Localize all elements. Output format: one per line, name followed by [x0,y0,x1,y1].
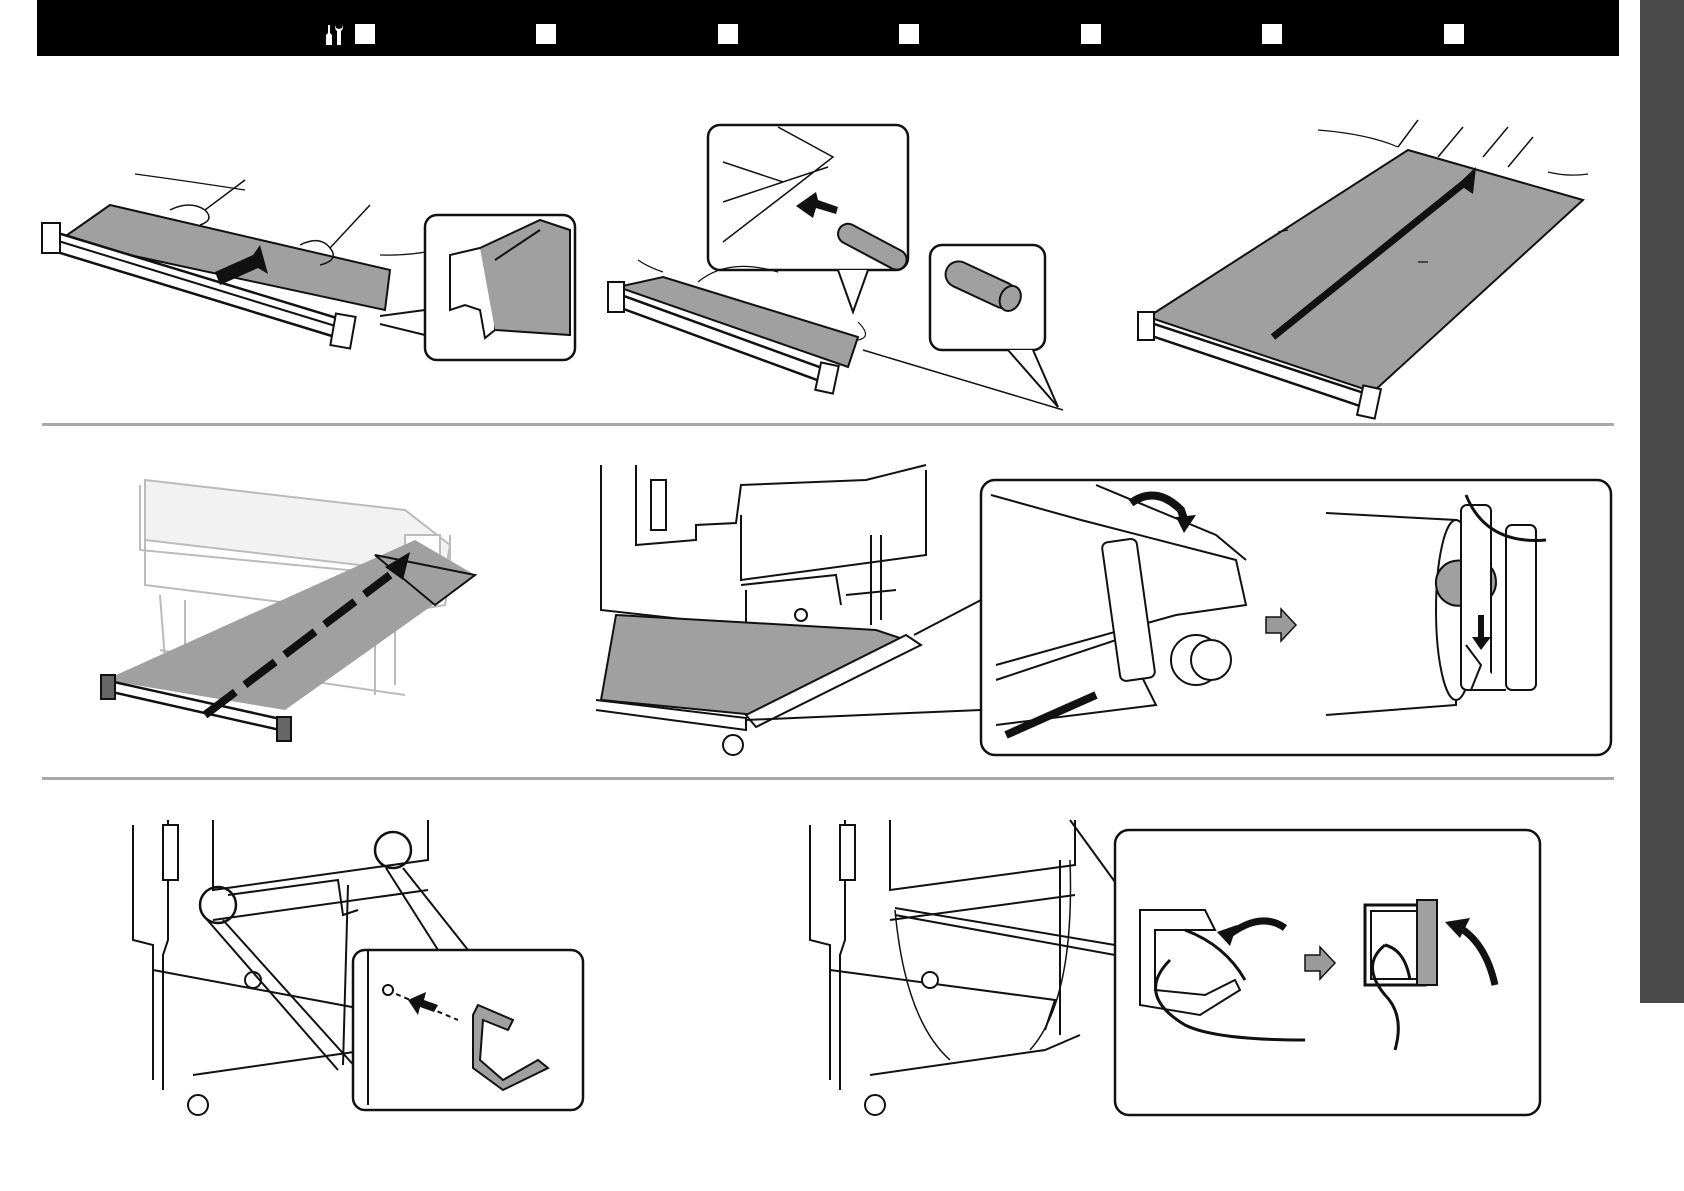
step-place-under-printer-illustration [105,455,495,765]
step-unroll-paper-illustration [1138,112,1598,412]
language-box-4 [899,24,919,44]
language-box-7 [1444,24,1464,44]
language-box-2 [536,24,556,44]
language-box-1 [355,24,375,44]
row-divider-1 [42,423,1614,426]
language-box-6 [1262,24,1282,44]
step-attach-hooks-illustration [128,820,588,1115]
step-roll-paper-illustration [40,160,580,370]
header-bar [37,0,1619,56]
step-insert-rod-illustration [608,122,1068,422]
section-side-tab [1640,0,1684,1003]
step-secure-cord-illustration [805,820,1545,1120]
row-divider-2 [42,777,1614,780]
language-box-3 [718,24,738,44]
step-attach-bar-illustration [596,465,1616,765]
language-box-5 [1081,24,1101,44]
tools-icon [324,23,346,47]
